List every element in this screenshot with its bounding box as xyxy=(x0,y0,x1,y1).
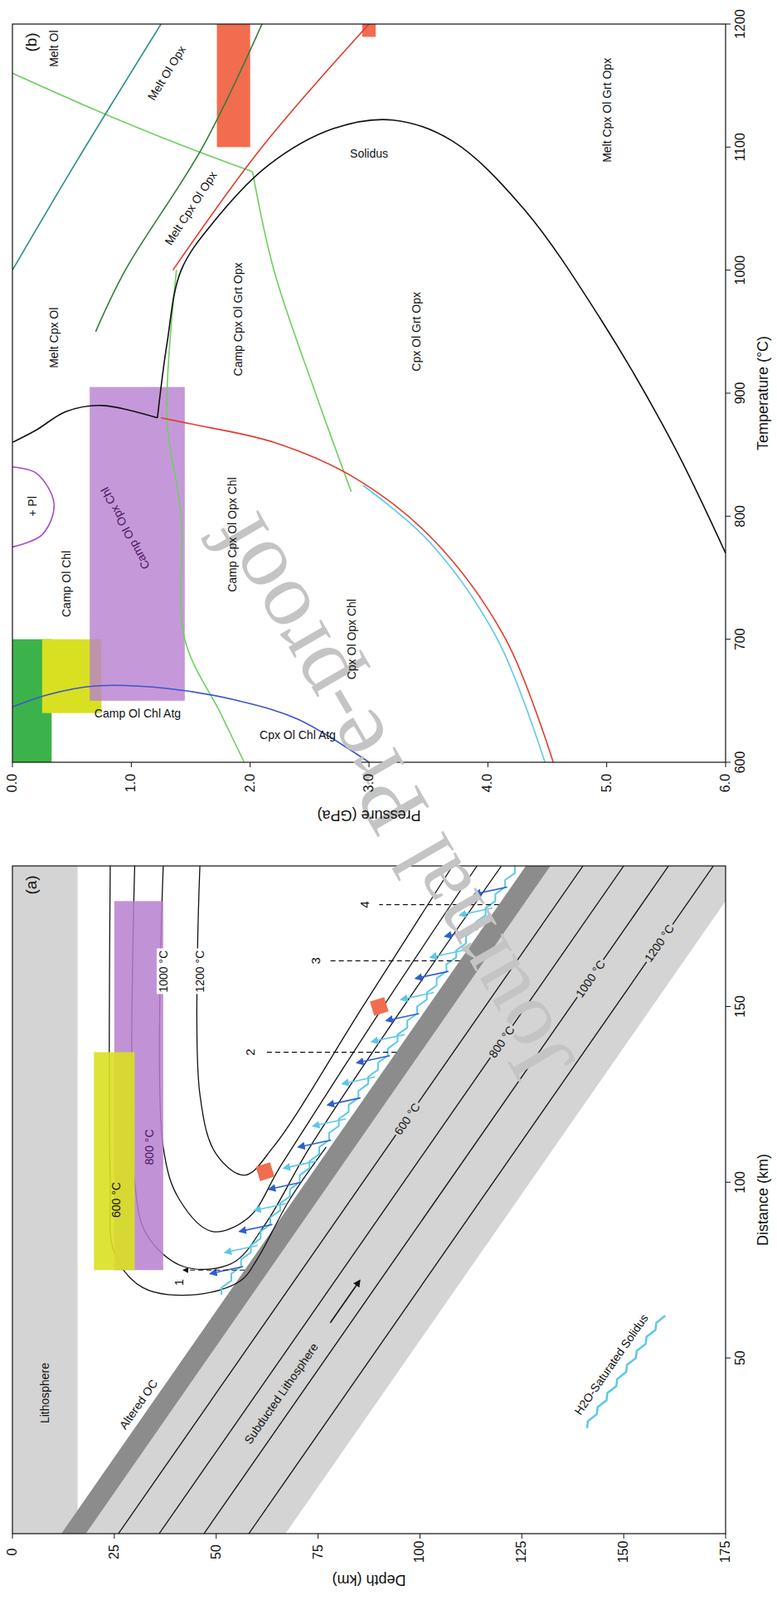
tick-label: 4.0 xyxy=(480,773,496,792)
cross-section xyxy=(12,865,726,1534)
tick-label: 0.0 xyxy=(4,773,20,792)
field-label: Melt Ol xyxy=(47,30,61,68)
field-label: Melt Cpx Ol xyxy=(47,307,61,369)
profile-number: 2 xyxy=(243,1046,258,1057)
tick-label: 100 xyxy=(733,1170,748,1194)
field-label: Camp Ol Chl xyxy=(58,550,73,617)
tick-label: 2.0 xyxy=(242,773,258,792)
tick-label: 1200 xyxy=(733,9,748,39)
region-label: Lithosphere xyxy=(38,1362,52,1423)
tick-label: 75 xyxy=(310,1544,326,1559)
tick-label: 800 xyxy=(733,505,748,528)
field-label: Camp Ol Opx Chl xyxy=(97,485,153,572)
tick-label: 175 xyxy=(718,1540,734,1564)
phase-boundary xyxy=(12,466,54,547)
tick-label: 125 xyxy=(514,1540,530,1564)
field-label: Camp Cpx Ol Opx Chl xyxy=(225,476,239,592)
panel-label: (a) xyxy=(22,874,41,894)
watermark: Journal Pre-proof xyxy=(184,495,596,1104)
profile-number: 3 xyxy=(308,955,323,966)
phase-boundary xyxy=(157,119,726,554)
isotherm-label: 1200 °C xyxy=(641,920,678,966)
legend-text: H2O-Saturated Solidus xyxy=(571,1311,651,1417)
tick-label: 25 xyxy=(106,1544,122,1559)
isotherm-label: 1000 °C xyxy=(156,948,170,995)
field-label: Melt Ol Opx xyxy=(145,43,189,103)
axis-title: Pressure (GPa) xyxy=(316,806,421,825)
phase-boundary xyxy=(12,24,161,271)
tick-label: 3.0 xyxy=(361,773,377,792)
profile-number: 4 xyxy=(357,898,372,909)
phase-diagram xyxy=(12,24,726,763)
field-label: Melt Cpx Ol Grt Opx xyxy=(600,58,614,163)
tick-label: 150 xyxy=(733,995,748,1018)
tick-label: 100 xyxy=(412,1540,428,1564)
phase-boundary xyxy=(12,405,158,443)
tick-label: 0 xyxy=(4,1548,20,1556)
field-label: Cpx Ol Chl Atg xyxy=(259,728,336,742)
tick-label: 150 xyxy=(616,1540,632,1564)
tick-label: 50 xyxy=(208,1544,224,1559)
field-label: Camp Cpx Ol Grt Opx xyxy=(231,262,245,377)
field-label: Cpx Ol Grt Opx xyxy=(409,291,423,372)
field-label: Cpx Ol Opx Chl xyxy=(344,598,358,680)
profile-number: 1 xyxy=(172,1277,187,1287)
isotherm-label: 1000 °C xyxy=(572,956,609,1001)
panel-label: (b) xyxy=(22,32,41,52)
phase-boundary xyxy=(252,171,352,492)
slab-label: Subducted Lithosphere xyxy=(242,1340,321,1446)
field-label: Melt Cpx Ol Opx xyxy=(161,169,219,248)
tick-label: 50 xyxy=(733,1350,748,1365)
curve-label: Solidus xyxy=(349,146,389,161)
tick-label: 1.0 xyxy=(123,773,139,792)
axis-title: Distance (km) xyxy=(754,1153,773,1246)
tick-label: 6.0 xyxy=(718,773,734,792)
tick-label: 1100 xyxy=(733,132,748,161)
tick-label: 600 xyxy=(733,751,748,774)
tick-label: 5.0 xyxy=(598,773,614,792)
tick-label: 900 xyxy=(733,382,748,405)
slab xyxy=(61,865,726,1534)
field-label: + Pl xyxy=(25,495,39,517)
isotherm-label: 800 °C xyxy=(142,1128,156,1165)
axis-title: Depth (km) xyxy=(331,1571,406,1589)
tick-label: 1000 xyxy=(733,255,748,286)
isotherm-label: 600 °C xyxy=(109,1181,123,1218)
tick-label: 700 xyxy=(733,627,748,651)
isotherm xyxy=(109,865,327,1296)
isotherm-label: 600 °C xyxy=(390,1098,424,1139)
axis-title: Temperature (°C) xyxy=(754,335,773,451)
field-label: Camp Ol Chl Atg xyxy=(93,706,180,720)
phase-boundary xyxy=(12,72,253,172)
slab-label: Altered OC xyxy=(116,1376,161,1432)
isotherm-label: 1200 °C xyxy=(193,948,207,995)
